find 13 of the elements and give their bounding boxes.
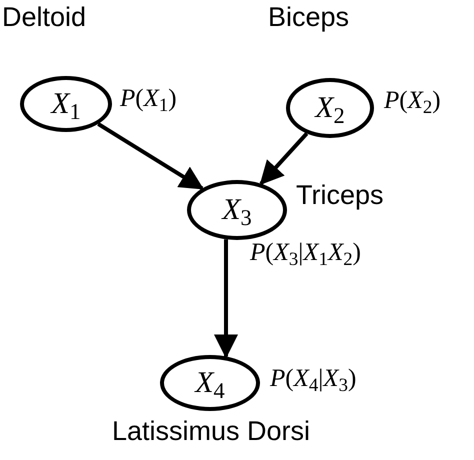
variable-label: X$_{2}$ bbox=[315, 93, 345, 123]
variable-label: X$_{3}$ bbox=[222, 195, 252, 225]
muscle-label: Biceps bbox=[268, 1, 350, 34]
variable-label: X$_{1}$ bbox=[51, 89, 81, 119]
variable-label: X$_{4}$ bbox=[195, 368, 225, 398]
probability-label: P(X$_{4}$|X$_{3}$) bbox=[270, 364, 356, 396]
arrow bbox=[97, 122, 204, 190]
probability-label: P(X$_{3}$|X$_{1}$X$_{2}$) bbox=[250, 238, 361, 270]
muscle-label: Deltoid bbox=[2, 1, 86, 34]
probability-label: P(X$_{1}$) bbox=[120, 84, 177, 116]
probability-label: P(X$_{2}$) bbox=[384, 86, 441, 118]
muscle-label: Latissimus Dorsi bbox=[112, 415, 310, 448]
muscle-label: Triceps bbox=[296, 179, 384, 212]
